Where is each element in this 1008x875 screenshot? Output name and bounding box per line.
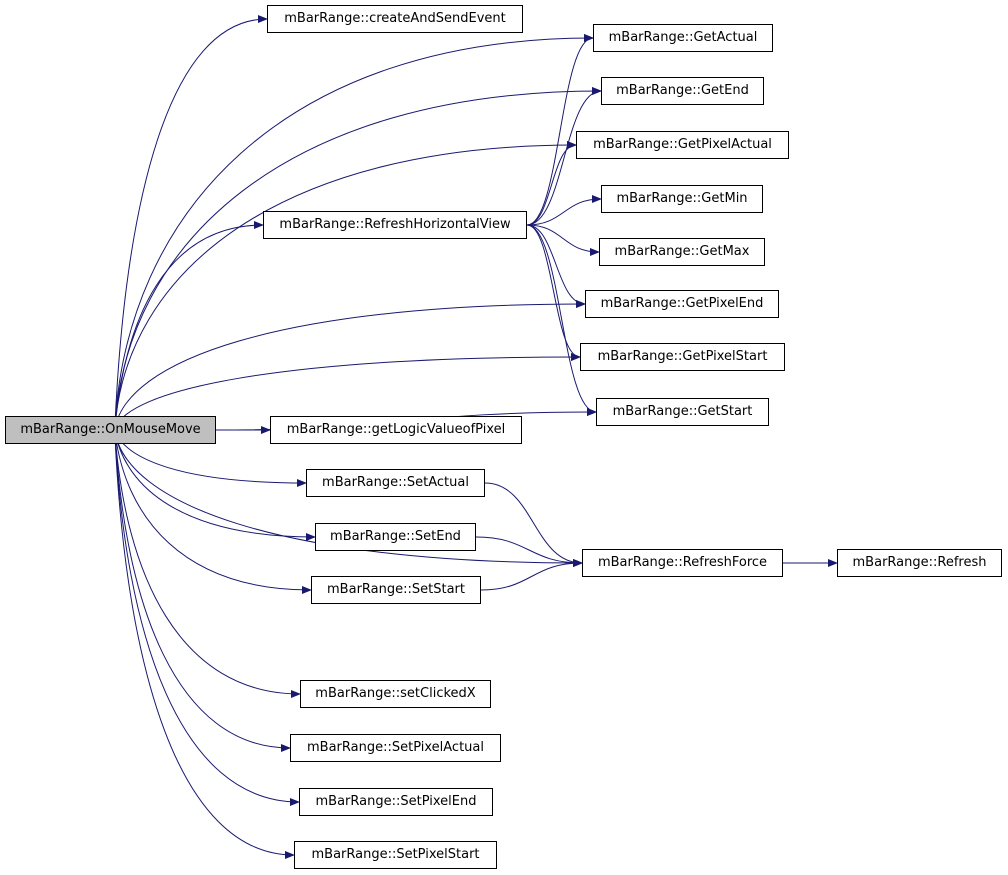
node-getmax[interactable]: mBarRange::GetMax bbox=[599, 238, 765, 266]
node-setstart[interactable]: mBarRange::SetStart bbox=[311, 576, 481, 604]
edge-onmousemove-to-getpixelactual bbox=[114, 141, 577, 431]
node-getend[interactable]: mBarRange::GetEnd bbox=[601, 77, 764, 105]
edge-onmousemove-to-setclickedx bbox=[114, 429, 301, 698]
edge-refreshhorizontalview-to-getstart bbox=[526, 224, 597, 416]
node-refreshforce[interactable]: mBarRange::RefreshForce bbox=[582, 549, 783, 577]
node-getpixelend[interactable]: mBarRange::GetPixelEnd bbox=[585, 290, 779, 318]
node-getpixelactual[interactable]: mBarRange::GetPixelActual bbox=[576, 131, 789, 159]
edge-onmousemove-to-refreshhorizontalview bbox=[114, 221, 264, 431]
node-setactual[interactable]: mBarRange::SetActual bbox=[306, 469, 485, 497]
node-onmousemove: mBarRange::OnMouseMove bbox=[5, 416, 216, 444]
edge-refreshhorizontalview-to-getmin bbox=[526, 195, 602, 226]
edge-onmousemove-to-getend bbox=[114, 87, 602, 431]
edge-refreshhorizontalview-to-getpixelactual bbox=[526, 141, 577, 226]
node-getactual[interactable]: mBarRange::GetActual bbox=[593, 24, 773, 52]
edge-onmousemove-to-getactual bbox=[114, 34, 594, 431]
edge-onmousemove-to-setpixelend bbox=[114, 429, 300, 806]
node-createandsendevent[interactable]: mBarRange::createAndSendEvent bbox=[267, 5, 523, 33]
edge-refreshhorizontalview-to-getend bbox=[526, 87, 602, 226]
edge-onmousemove-to-refreshforce bbox=[114, 429, 583, 567]
node-setpixelactual[interactable]: mBarRange::SetPixelActual bbox=[290, 734, 501, 762]
node-setpixelend[interactable]: mBarRange::SetPixelEnd bbox=[299, 788, 493, 816]
edge-onmousemove-to-setstart bbox=[114, 429, 312, 594]
edge-onmousemove-to-getpixelstart bbox=[114, 353, 581, 431]
edge-onmousemove-to-setpixelstart bbox=[114, 429, 295, 859]
node-refresh[interactable]: mBarRange::Refresh bbox=[837, 549, 1002, 577]
node-setpixelstart[interactable]: mBarRange::SetPixelStart bbox=[294, 841, 497, 869]
node-refreshhorizontalview[interactable]: mBarRange::RefreshHorizontalView bbox=[263, 211, 527, 239]
node-getpixelstart[interactable]: mBarRange::GetPixelStart bbox=[580, 343, 785, 371]
edge-refreshhorizontalview-to-getpixelstart bbox=[526, 224, 581, 361]
edge-refreshhorizontalview-to-getmax bbox=[526, 224, 600, 256]
node-getstart[interactable]: mBarRange::GetStart bbox=[596, 398, 769, 426]
node-setend[interactable]: mBarRange::SetEnd bbox=[315, 523, 476, 551]
edge-refreshhorizontalview-to-getactual bbox=[526, 34, 594, 226]
edge-onmousemove-to-setend bbox=[114, 429, 316, 541]
node-getmin[interactable]: mBarRange::GetMin bbox=[601, 185, 763, 213]
node-getlogicvalueofpixel[interactable]: mBarRange::getLogicValueofPixel bbox=[270, 416, 522, 444]
edge-onmousemove-to-setpixelactual bbox=[114, 429, 291, 752]
edge-setstart-to-refreshforce bbox=[480, 559, 583, 591]
edge-onmousemove-to-getpixelend bbox=[114, 300, 586, 431]
edge-setactual-to-refreshforce bbox=[484, 482, 583, 567]
edge-onmousemove-to-createandsendevent bbox=[114, 15, 268, 431]
edge-refreshhorizontalview-to-getpixelend bbox=[526, 224, 586, 308]
node-setclickedx[interactable]: mBarRange::setClickedX bbox=[300, 680, 491, 708]
edge-setend-to-refreshforce bbox=[475, 536, 583, 567]
